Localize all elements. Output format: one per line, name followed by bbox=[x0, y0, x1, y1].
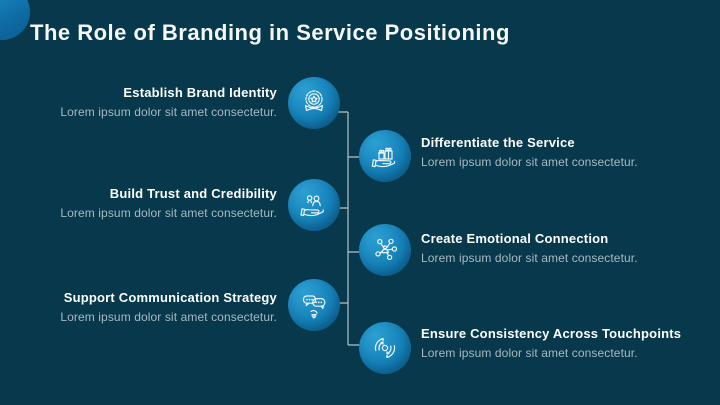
item-description: Lorem ipsum dolor sit amet consectetur. bbox=[60, 206, 277, 220]
communication-idea-icon bbox=[288, 279, 340, 331]
item-title: Ensure Consistency Across Touchpoints bbox=[421, 326, 682, 341]
timeline-item-differentiate-the-service: Differentiate the Service Lorem ipsum do… bbox=[421, 135, 713, 169]
item-title: Support Communication Strategy bbox=[63, 290, 277, 305]
item-description: Lorem ipsum dolor sit amet consectetur. bbox=[421, 251, 638, 265]
item-title: Create Emotional Connection bbox=[421, 231, 609, 246]
network-connection-icon bbox=[359, 224, 411, 276]
item-title: Differentiate the Service bbox=[421, 135, 575, 150]
timeline-item-create-emotional-connection: Create Emotional Connection Lorem ipsum … bbox=[421, 231, 713, 265]
product-hand-icon bbox=[359, 130, 411, 182]
item-description: Lorem ipsum dolor sit amet consectetur. bbox=[421, 155, 638, 169]
timeline-item-build-trust-and-credibility: Build Trust and Credibility Lorem ipsum … bbox=[0, 186, 277, 220]
timeline-item-ensure-consistency-across-touchpoints: Ensure Consistency Across Touchpoints Lo… bbox=[421, 326, 713, 360]
trust-hand-person-icon bbox=[288, 179, 340, 231]
award-badge-icon bbox=[288, 77, 340, 129]
item-title: Build Trust and Credibility bbox=[109, 186, 277, 201]
timeline-item-establish-brand-identity: Establish Brand Identity Lorem ipsum dol… bbox=[0, 85, 277, 119]
item-description: Lorem ipsum dolor sit amet consectetur. bbox=[60, 310, 277, 324]
page-title: The Role of Branding in Service Position… bbox=[30, 20, 510, 45]
timeline-item-support-communication-strategy: Support Communication Strategy Lorem ips… bbox=[0, 290, 277, 324]
item-description: Lorem ipsum dolor sit amet consectetur. bbox=[421, 346, 638, 360]
item-description: Lorem ipsum dolor sit amet consectetur. bbox=[60, 105, 277, 119]
item-title: Establish Brand Identity bbox=[123, 85, 277, 100]
consistency-cycle-icon bbox=[359, 322, 411, 374]
